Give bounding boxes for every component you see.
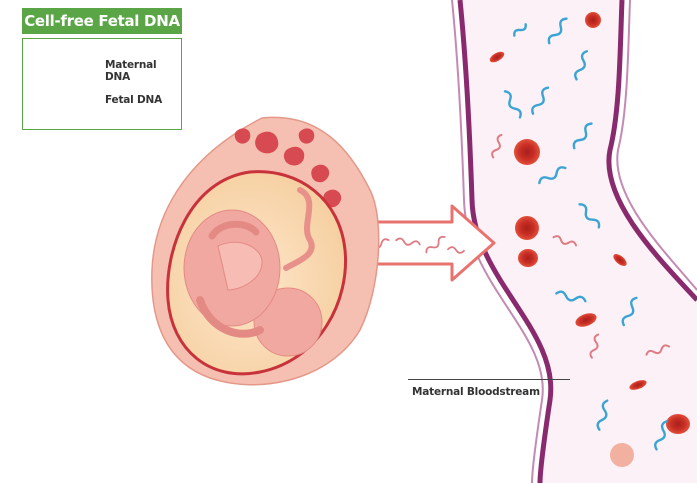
uterus [152, 117, 379, 384]
annotation-maternal-bloodstream: Maternal Bloodstream [412, 386, 540, 398]
red-blood-cell [518, 249, 538, 267]
red-blood-cell [666, 414, 690, 434]
red-blood-cell [514, 139, 540, 165]
diagram-title: Cell-free Fetal DNA [22, 8, 182, 34]
legend: Maternal DNA Fetal DNA [22, 38, 182, 130]
red-blood-cell [585, 12, 601, 28]
annotation-leader-line [408, 379, 570, 380]
red-blood-cell [515, 216, 539, 240]
red-blood-cell [610, 443, 634, 467]
legend-label-fetal: Fetal DNA [105, 94, 162, 106]
legend-label-maternal: Maternal DNA [105, 59, 181, 83]
